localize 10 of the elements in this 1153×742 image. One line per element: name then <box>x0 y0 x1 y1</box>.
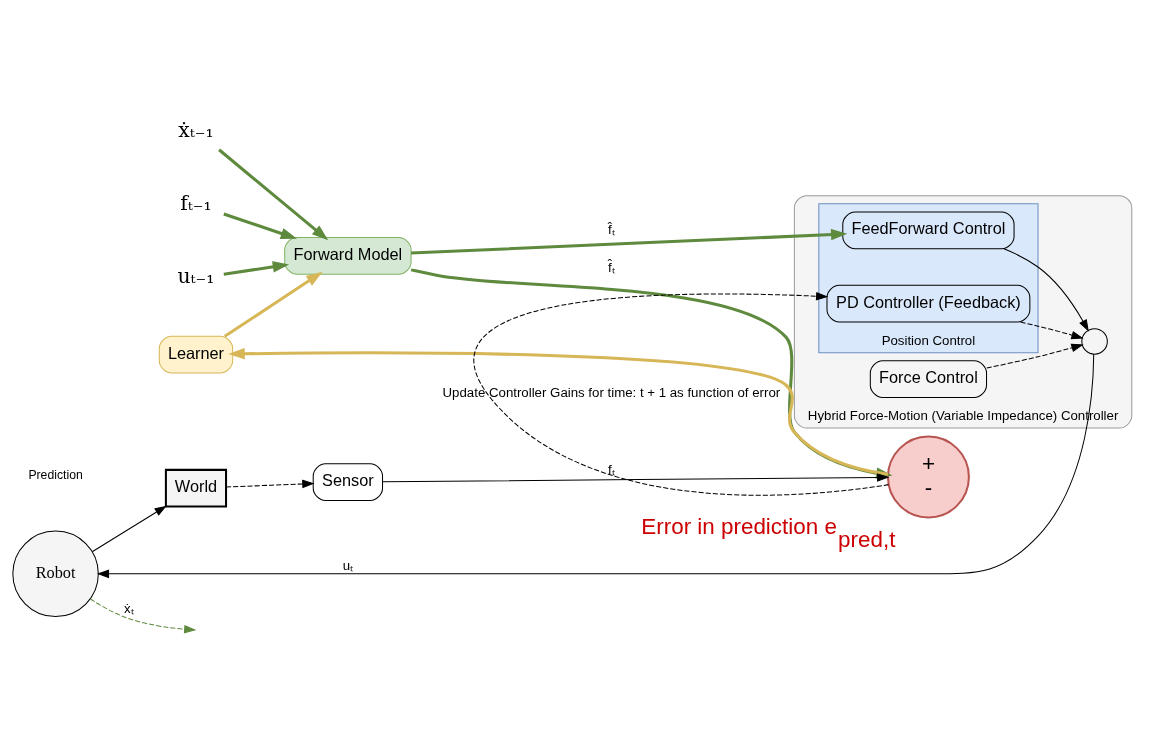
edge-label: fₜ <box>608 461 615 477</box>
edge-label: ẋₜ <box>123 600 134 616</box>
node-text: ẋₜ₋₁ <box>178 117 214 142</box>
edge-label: f̂ₜ <box>608 259 615 274</box>
edge-label: uₜ <box>342 557 354 573</box>
label: Prediction <box>28 467 83 482</box>
edge-label: Update Controller Gains for time: t + 1 as function of error <box>442 384 781 400</box>
node-text: fₜ₋₁ <box>180 190 212 215</box>
edge-label: f̂ₜ <box>608 221 615 237</box>
node-text: uₜ₋₁ <box>177 263 215 288</box>
